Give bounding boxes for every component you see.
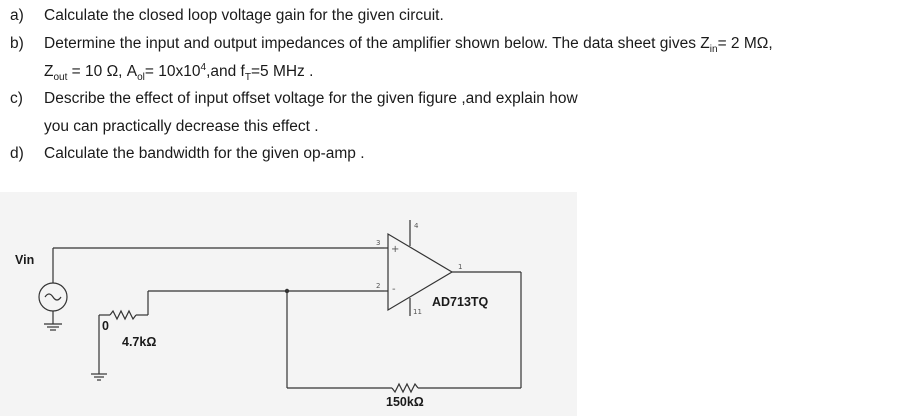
r1-label: 4.7kΩ <box>122 335 157 349</box>
pin-11-label: 11 <box>413 308 422 316</box>
question-d-label: d) <box>10 145 24 162</box>
circuit-diagram: Vin AD713TQ 4.7kΩ 150kΩ 0 3 2 1 4 11 + - <box>0 192 577 416</box>
pin-1-label: 1 <box>458 263 463 271</box>
resistor-r1-icon <box>109 309 137 321</box>
question-b-line2: Zout = 10 Ω, Aol= 10x104,and fT=5 MHz . <box>44 61 314 84</box>
pin-2-label: 2 <box>376 282 381 290</box>
opamp-symbol <box>387 232 454 312</box>
question-b-line1: Determine the input and output impedance… <box>44 35 773 56</box>
source-ground-icon <box>44 323 62 331</box>
question-c-line1: Describe the effect of input offset volt… <box>44 90 578 107</box>
vin-label: Vin <box>15 253 35 267</box>
circuit-schematic <box>38 220 522 394</box>
pin-4-label: 4 <box>414 222 419 230</box>
question-c-line2: you can practically decrease this effect… <box>44 118 319 135</box>
ground-node-label: 0 <box>102 319 109 333</box>
ground-icon-r1 <box>91 373 107 381</box>
question-b-label: b) <box>10 35 24 52</box>
question-a-label: a) <box>10 7 24 24</box>
question-c-label: c) <box>10 90 23 107</box>
noninverting-sign: + <box>391 244 400 255</box>
opamp-part-label: AD713TQ <box>432 295 489 309</box>
question-a-text: Calculate the closed loop voltage gain f… <box>44 7 444 24</box>
pin-3-label: 3 <box>376 239 381 247</box>
rf-label: 150kΩ <box>386 395 424 409</box>
inverting-sign: - <box>392 284 396 295</box>
junction-node <box>284 288 290 294</box>
resistor-rf-icon <box>391 382 419 394</box>
question-d-text: Calculate the bandwidth for the given op… <box>44 145 365 162</box>
